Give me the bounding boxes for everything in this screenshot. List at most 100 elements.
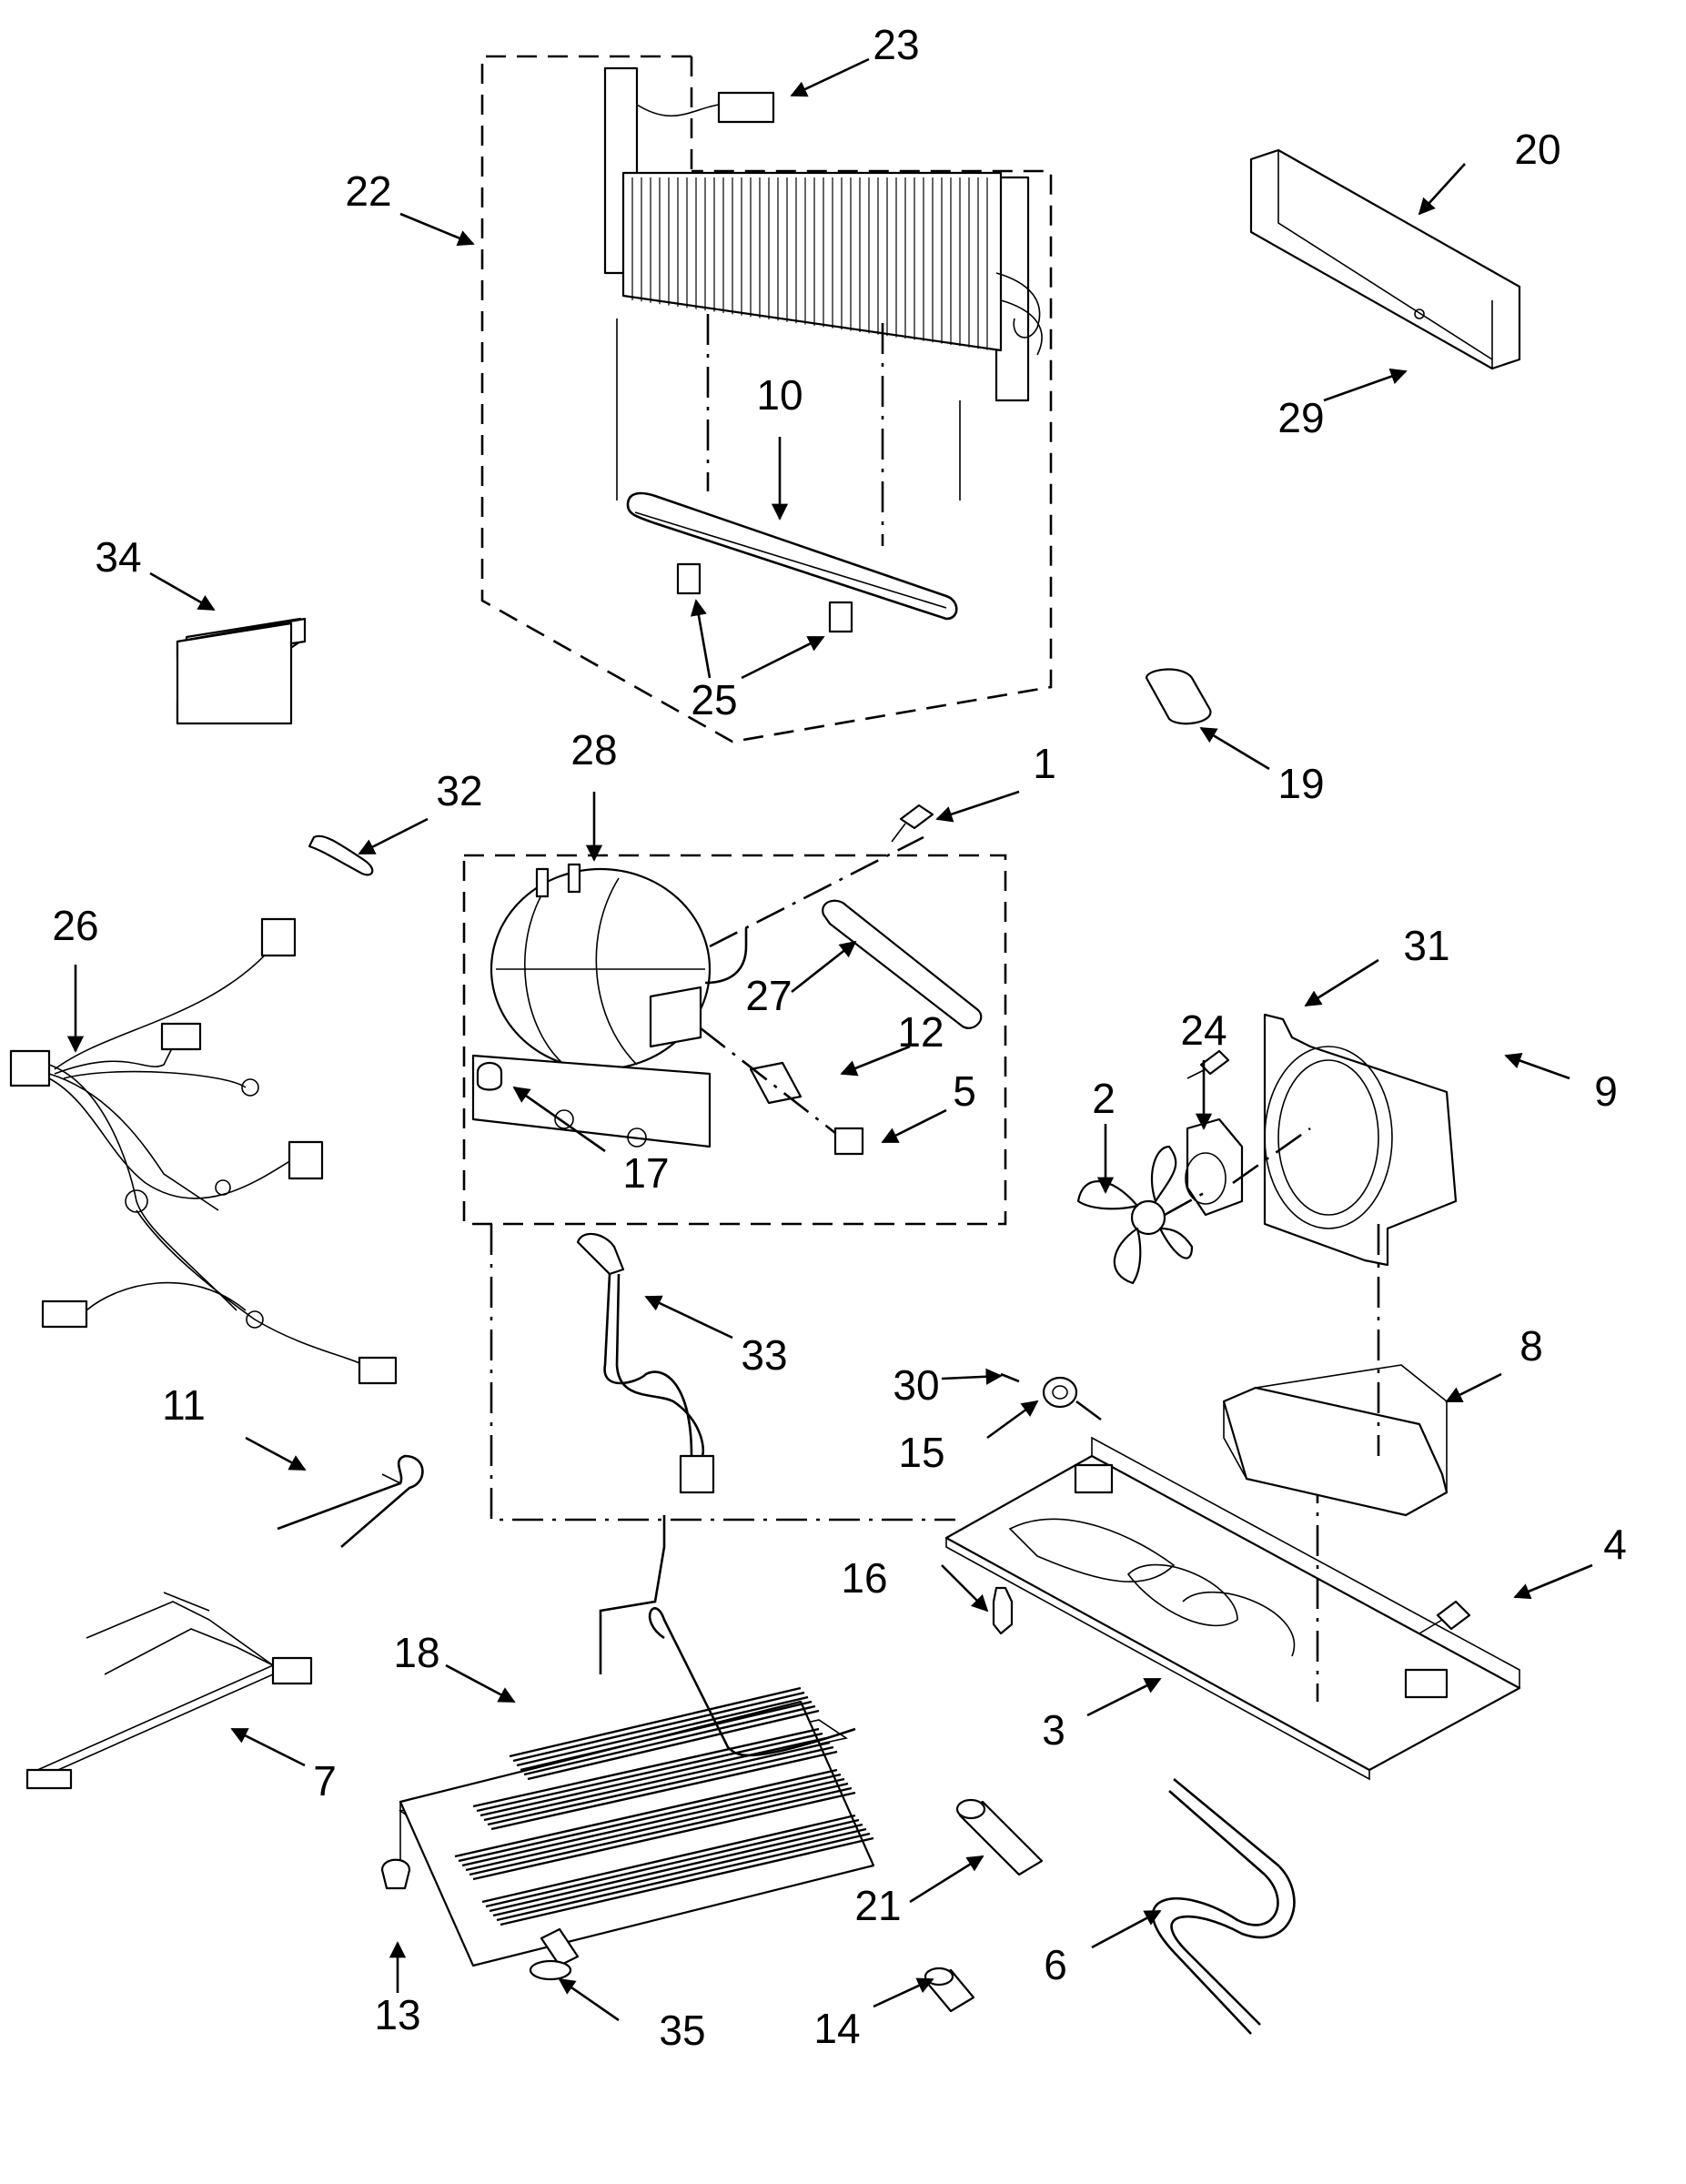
evaporator-insulation-pad (717, 91, 775, 124)
callout-14: 14 (813, 2005, 860, 2052)
callout-22: 22 (345, 167, 391, 215)
fan-bracket (1222, 1364, 1449, 1517)
condenser-coil-stripe (512, 1691, 805, 1763)
heater-clip (676, 562, 702, 595)
condenser-clip (380, 1858, 411, 1890)
shroud-screw (1186, 1049, 1230, 1079)
condenser-coil-stripe (523, 1704, 816, 1776)
evaporator-fins (631, 177, 988, 350)
condenser-coil-stripe (469, 1786, 853, 1876)
callout-35: 35 (659, 2007, 705, 2054)
callout-15: 15 (898, 1429, 944, 1476)
cover-screw (1414, 308, 1425, 319)
callout-7: 7 (313, 1757, 337, 1805)
callout-6: 6 (1044, 1941, 1067, 1988)
grommet (529, 1927, 580, 1981)
callout-20: 20 (1514, 126, 1560, 173)
defrost-heater (616, 314, 961, 633)
callout-32: 32 (436, 767, 482, 814)
condenser-coil-stripe (492, 1827, 867, 1917)
callout-10: 10 (756, 371, 803, 419)
callout-30: 30 (893, 1361, 939, 1409)
wire-bracket (277, 1454, 424, 1548)
condenser-coil-stripe (472, 1727, 820, 1808)
condenser-coil-stripe (490, 1750, 838, 1831)
callout-31: 31 (1403, 922, 1449, 969)
callout-27: 27 (745, 972, 792, 1019)
grommet-pin (1000, 1372, 1020, 1383)
callout-28: 28 (570, 726, 617, 774)
condenser-coil-stripe (527, 1709, 820, 1781)
condenser-coil-stripe (520, 1700, 813, 1772)
condenser-coil-stripe (461, 1777, 845, 1867)
condenser-fan-motor (1185, 1117, 1311, 1217)
heater-clip-2 (828, 601, 853, 633)
tube-insulation (955, 1798, 1044, 1876)
compressor-assembly-outline (462, 854, 1007, 1522)
callout-23: 23 (873, 21, 919, 68)
callout-19: 19 (1277, 760, 1324, 807)
callout-18: 18 (393, 1629, 439, 1676)
drain-hose (1151, 1777, 1296, 2035)
callout-16: 16 (841, 1554, 887, 1602)
compressor (471, 863, 748, 1148)
callout-arrows (66, 57, 1593, 2022)
condenser-coil-stripe (487, 1745, 834, 1826)
condenser-coil-stripe (465, 1782, 849, 1872)
condenser-coil-stripe (496, 1832, 871, 1922)
condenser-fan-shroud (1263, 1013, 1458, 1456)
callout-3: 3 (1042, 1706, 1065, 1754)
wire-strap (308, 834, 374, 876)
callout-2: 2 (1092, 1075, 1116, 1122)
callout-labels: 1 2 3 4 5 6 7 8 9 10 11 12 13 14 15 16 1… (52, 21, 1626, 2054)
filter-drier (822, 899, 983, 1029)
condenser-coils (454, 1686, 874, 1926)
relay-overload (649, 986, 864, 1156)
callout-9: 9 (1594, 1067, 1618, 1115)
callout-17: 17 (622, 1149, 669, 1197)
condenser-coil-stripe (476, 1732, 823, 1813)
callout-25: 25 (691, 676, 737, 723)
callout-11: 11 (162, 1381, 206, 1429)
mounting-screw (891, 804, 934, 843)
callout-12: 12 (897, 1008, 944, 1056)
callout-24: 24 (1180, 1006, 1227, 1054)
condenser-coil-stripe (500, 1836, 874, 1926)
main-wire-harness (9, 917, 398, 1385)
condenser-coil-stripe (480, 1736, 827, 1817)
compressor-grommet (476, 1061, 503, 1091)
evaporator-coil (603, 66, 1043, 402)
callout-5: 5 (953, 1067, 976, 1115)
condenser-coil-stripe (454, 1768, 838, 1858)
machine-compartment-base (944, 1420, 1521, 1781)
callout-1: 1 (1033, 740, 1056, 787)
condenser-coil-stripe (516, 1695, 809, 1767)
callout-8: 8 (1519, 1322, 1543, 1370)
leveling-screw (1418, 1600, 1471, 1634)
callout-13: 13 (374, 1991, 420, 2038)
start-capacitor-connector (833, 1127, 864, 1156)
callout-4: 4 (1603, 1521, 1627, 1568)
callout-29: 29 (1277, 394, 1324, 441)
tube-sleeve (924, 1967, 975, 2013)
evaporator-cover (1249, 148, 1521, 370)
callout-26: 26 (52, 902, 98, 949)
compressor-wire-harness (25, 1592, 313, 1790)
condenser-coil-stripe (489, 1823, 863, 1913)
condenser-coil-stripe (472, 1791, 856, 1881)
condenser-fan-blade (1076, 1145, 1206, 1285)
condenser-coil-stripe (485, 1818, 860, 1908)
callout-33: 33 (741, 1331, 787, 1379)
callout-34: 34 (95, 533, 141, 581)
condenser-coil-stripe (481, 1814, 856, 1904)
tubing-clamp (1145, 668, 1212, 725)
callout-21: 21 (854, 1882, 901, 1929)
condenser-coil-stripe (509, 1686, 802, 1758)
condenser-coil-stripe (483, 1741, 831, 1822)
control-board (176, 617, 307, 725)
condenser (398, 1515, 875, 1967)
condenser-coil-stripe (458, 1773, 842, 1863)
evaporator-assembly-outline (480, 55, 1053, 743)
drain-tube (576, 1232, 715, 1494)
